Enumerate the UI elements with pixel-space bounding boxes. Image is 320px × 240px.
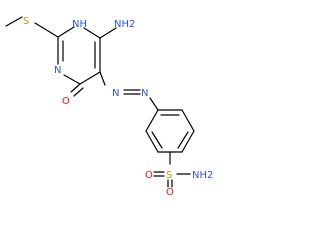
atom-ring-n: N: [54, 65, 61, 76]
bond-methyl-s: [5, 16, 23, 27]
atom-ring-nh: NH: [72, 19, 87, 30]
atom-amino-nh2: NH2: [114, 19, 135, 30]
structure-canvas: S NH NH2 N O N N S O O NH2: [5, 16, 213, 195]
atom-oxo-o: O: [62, 96, 70, 107]
atom-sulfonyl-s: S: [166, 170, 172, 181]
atom-sulfonamide-nh2: NH2: [192, 170, 213, 181]
bond-ring-2: [181, 109, 195, 132]
bond-c6-nh2: [99, 27, 117, 39]
bond-c2-n1: [57, 26, 75, 38]
molecule-diagram: S NH NH2 N O N N S O O NH2: [5, 16, 213, 195]
bond-c4-n3: [63, 74, 81, 85]
bond-n1-c6: [83, 27, 101, 39]
bond-c4-o-double: [73, 87, 84, 97]
atom-azo-n2: N: [141, 88, 148, 99]
atom-sulfonyl-o2: O: [166, 187, 174, 195]
amino-nh2-text: NH2: [114, 19, 135, 30]
bond-ring-3: [181, 130, 195, 153]
bond-c5-azo: [99, 71, 106, 86]
bond-c4-o: [70, 83, 81, 93]
bond-layer: [5, 16, 195, 188]
bond-s-c2: [34, 22, 59, 38]
atom-sulfonyl-o1: O: [145, 170, 153, 181]
bond-azo-ring: [149, 97, 159, 111]
bond-ring-inner-2: [177, 131, 189, 149]
bond-c5-c4: [79, 71, 101, 85]
atom-azo-n1: N: [112, 88, 119, 99]
bond-ring-5: [145, 130, 159, 153]
bond-ring-inner-3: [151, 131, 163, 149]
bond-ring-6: [145, 109, 159, 132]
atom-layer: S NH NH2 N O N N S O O NH2: [23, 16, 213, 195]
atom-methylthio-s: S: [23, 16, 29, 27]
